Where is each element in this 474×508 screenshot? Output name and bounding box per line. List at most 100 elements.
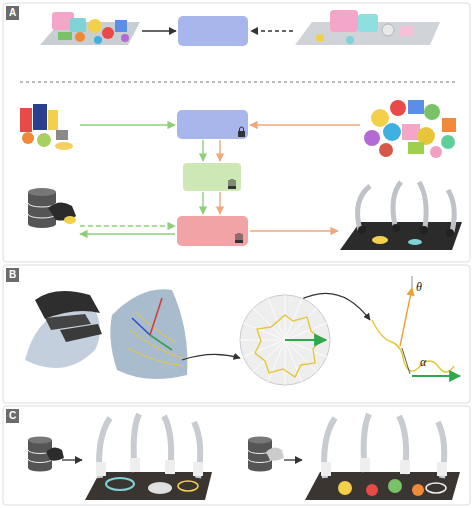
test-objects-pile xyxy=(364,130,380,146)
robot-scene xyxy=(193,462,203,476)
flow-arrow xyxy=(251,30,293,31)
test-objects-pile xyxy=(408,100,424,114)
rendered-scene xyxy=(346,36,354,44)
policy-box xyxy=(177,216,248,246)
robot-scene xyxy=(400,460,410,474)
frozen-model-box xyxy=(177,110,248,139)
angle-symbol: θ xyxy=(416,280,422,295)
angle-symbol: α xyxy=(420,355,426,370)
robot-scene xyxy=(372,236,388,244)
training-objects xyxy=(22,132,34,144)
hand-grasp xyxy=(35,291,100,319)
angle-diagram xyxy=(402,348,410,374)
panel-letter: C xyxy=(6,409,19,423)
object-pile-scene xyxy=(70,18,86,32)
hand-grasp xyxy=(60,324,102,342)
training-objects xyxy=(56,130,68,140)
database-icon xyxy=(28,188,76,228)
test-objects-pile xyxy=(424,104,440,120)
contact-surface xyxy=(110,289,187,379)
training-objects xyxy=(20,104,73,150)
simulation-box xyxy=(178,16,248,46)
polar-plot xyxy=(285,339,326,341)
robot-scene xyxy=(358,226,366,234)
simulation-box xyxy=(178,16,248,46)
trainable-box xyxy=(183,163,241,191)
data-arrow xyxy=(219,140,220,161)
frozen-model-box xyxy=(238,131,245,137)
database-icon xyxy=(28,220,56,228)
database-icon xyxy=(28,188,56,196)
data-arrow xyxy=(202,140,203,161)
database-icon xyxy=(266,447,284,460)
angle-diagram xyxy=(372,276,460,376)
data-arrow xyxy=(202,192,203,214)
robot-scene xyxy=(426,483,446,493)
rendered-scene xyxy=(382,24,394,36)
flow-arrow xyxy=(142,30,293,31)
object-pile-scene xyxy=(115,20,127,32)
database-icon xyxy=(28,437,52,444)
robot-scene xyxy=(437,462,447,476)
test-objects-pile xyxy=(441,135,455,149)
robot-scene xyxy=(305,472,460,500)
training-objects xyxy=(55,142,73,150)
robot-scene xyxy=(366,484,378,496)
robot-scene xyxy=(85,414,460,500)
robot-scene xyxy=(324,414,444,478)
flow-arrow xyxy=(62,459,82,460)
test-objects-pile xyxy=(390,100,406,116)
rendered-scene xyxy=(358,14,378,32)
robot-scene xyxy=(165,460,175,474)
object-pile-scene xyxy=(75,32,85,42)
data-arrow xyxy=(80,124,175,125)
contact-surface xyxy=(132,318,150,335)
test-objects-pile xyxy=(430,146,442,158)
database-icon xyxy=(64,216,76,224)
robot-scene xyxy=(360,458,370,472)
object-pile-scene xyxy=(40,12,140,45)
data-arrow xyxy=(250,124,360,125)
robot-scene xyxy=(338,481,352,495)
robot-scene xyxy=(420,226,428,234)
polar-plot xyxy=(240,340,330,341)
test-objects-pile xyxy=(371,109,389,127)
frozen-model-box xyxy=(240,127,244,131)
data-arrow xyxy=(80,225,175,226)
rendered-scene xyxy=(316,34,324,42)
robot-scene xyxy=(392,224,400,232)
object-pile-scene xyxy=(121,34,129,42)
policy-box xyxy=(235,240,243,243)
database-icon xyxy=(28,437,284,472)
angle-diagram xyxy=(400,288,412,346)
rendered-scene xyxy=(330,10,358,32)
object-pile-scene xyxy=(102,27,114,39)
panel-letter: A xyxy=(6,6,19,20)
trainable-box xyxy=(229,179,235,188)
object-pile-scene xyxy=(94,36,102,44)
angle-diagram xyxy=(412,276,413,288)
test-objects-pile xyxy=(383,123,401,141)
object-pile-scene xyxy=(88,19,102,33)
panel-frame xyxy=(3,3,470,505)
polar-plot xyxy=(240,295,330,385)
data-arrow xyxy=(250,230,338,231)
data-arrow xyxy=(80,233,175,234)
robot-scene xyxy=(99,414,200,478)
flow-arrow xyxy=(284,459,302,460)
robot-scene xyxy=(148,482,172,494)
polar-plot xyxy=(255,315,321,377)
trainable-box xyxy=(228,186,236,189)
database-icon xyxy=(46,447,64,460)
database-icon xyxy=(28,465,52,472)
angle-diagram xyxy=(372,320,454,372)
contact-surface xyxy=(128,312,184,366)
panel-letter: B xyxy=(6,268,19,282)
object-pile-scene xyxy=(58,32,72,40)
robot-scene xyxy=(340,182,462,250)
rendered-scene xyxy=(400,26,414,36)
robot-scene xyxy=(358,182,455,232)
